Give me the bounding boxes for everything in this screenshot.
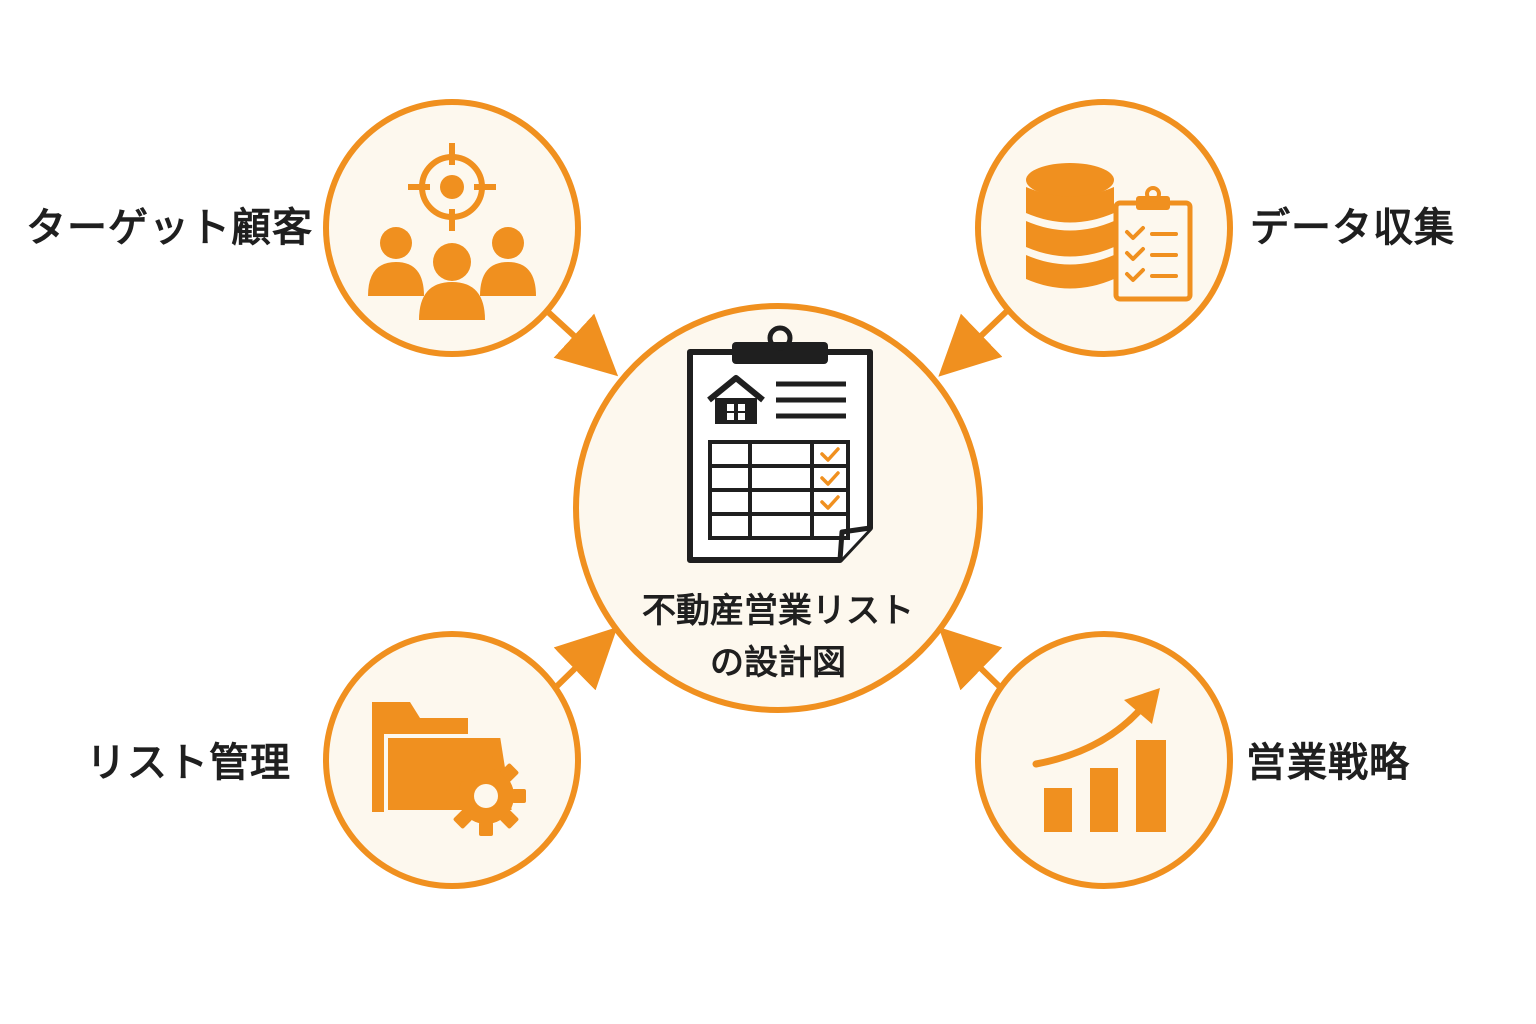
database-clipboard-icon bbox=[1026, 163, 1193, 302]
arrow-data-to-center bbox=[938, 308, 1010, 377]
target-people-icon bbox=[368, 143, 536, 320]
center-node bbox=[573, 303, 983, 713]
center-title-line1: 不動産営業リスト bbox=[642, 591, 914, 631]
connector-arrows bbox=[544, 308, 1010, 693]
node-target-customers bbox=[323, 99, 581, 357]
node-label-list-management: リスト管理 bbox=[86, 740, 291, 786]
folder-gear-icon bbox=[372, 702, 526, 836]
node-label-target-customers: ターゲット顧客 bbox=[26, 205, 313, 251]
center-title-line2: の設計図 bbox=[710, 643, 846, 683]
node-label-data-collection: データ収集 bbox=[1250, 205, 1455, 251]
node-label-sales-strategy: 営業戦略 bbox=[1246, 740, 1410, 786]
clipboard-house-checklist-icon bbox=[687, 325, 873, 563]
arrow-list-to-center bbox=[550, 627, 618, 693]
node-data-collection bbox=[975, 99, 1233, 357]
growth-bar-chart-icon bbox=[1032, 688, 1166, 832]
node-list-management bbox=[323, 631, 581, 889]
arrow-strategy-to-center bbox=[938, 627, 1006, 693]
node-sales-strategy bbox=[975, 631, 1233, 889]
arrow-target-to-center bbox=[544, 308, 619, 377]
